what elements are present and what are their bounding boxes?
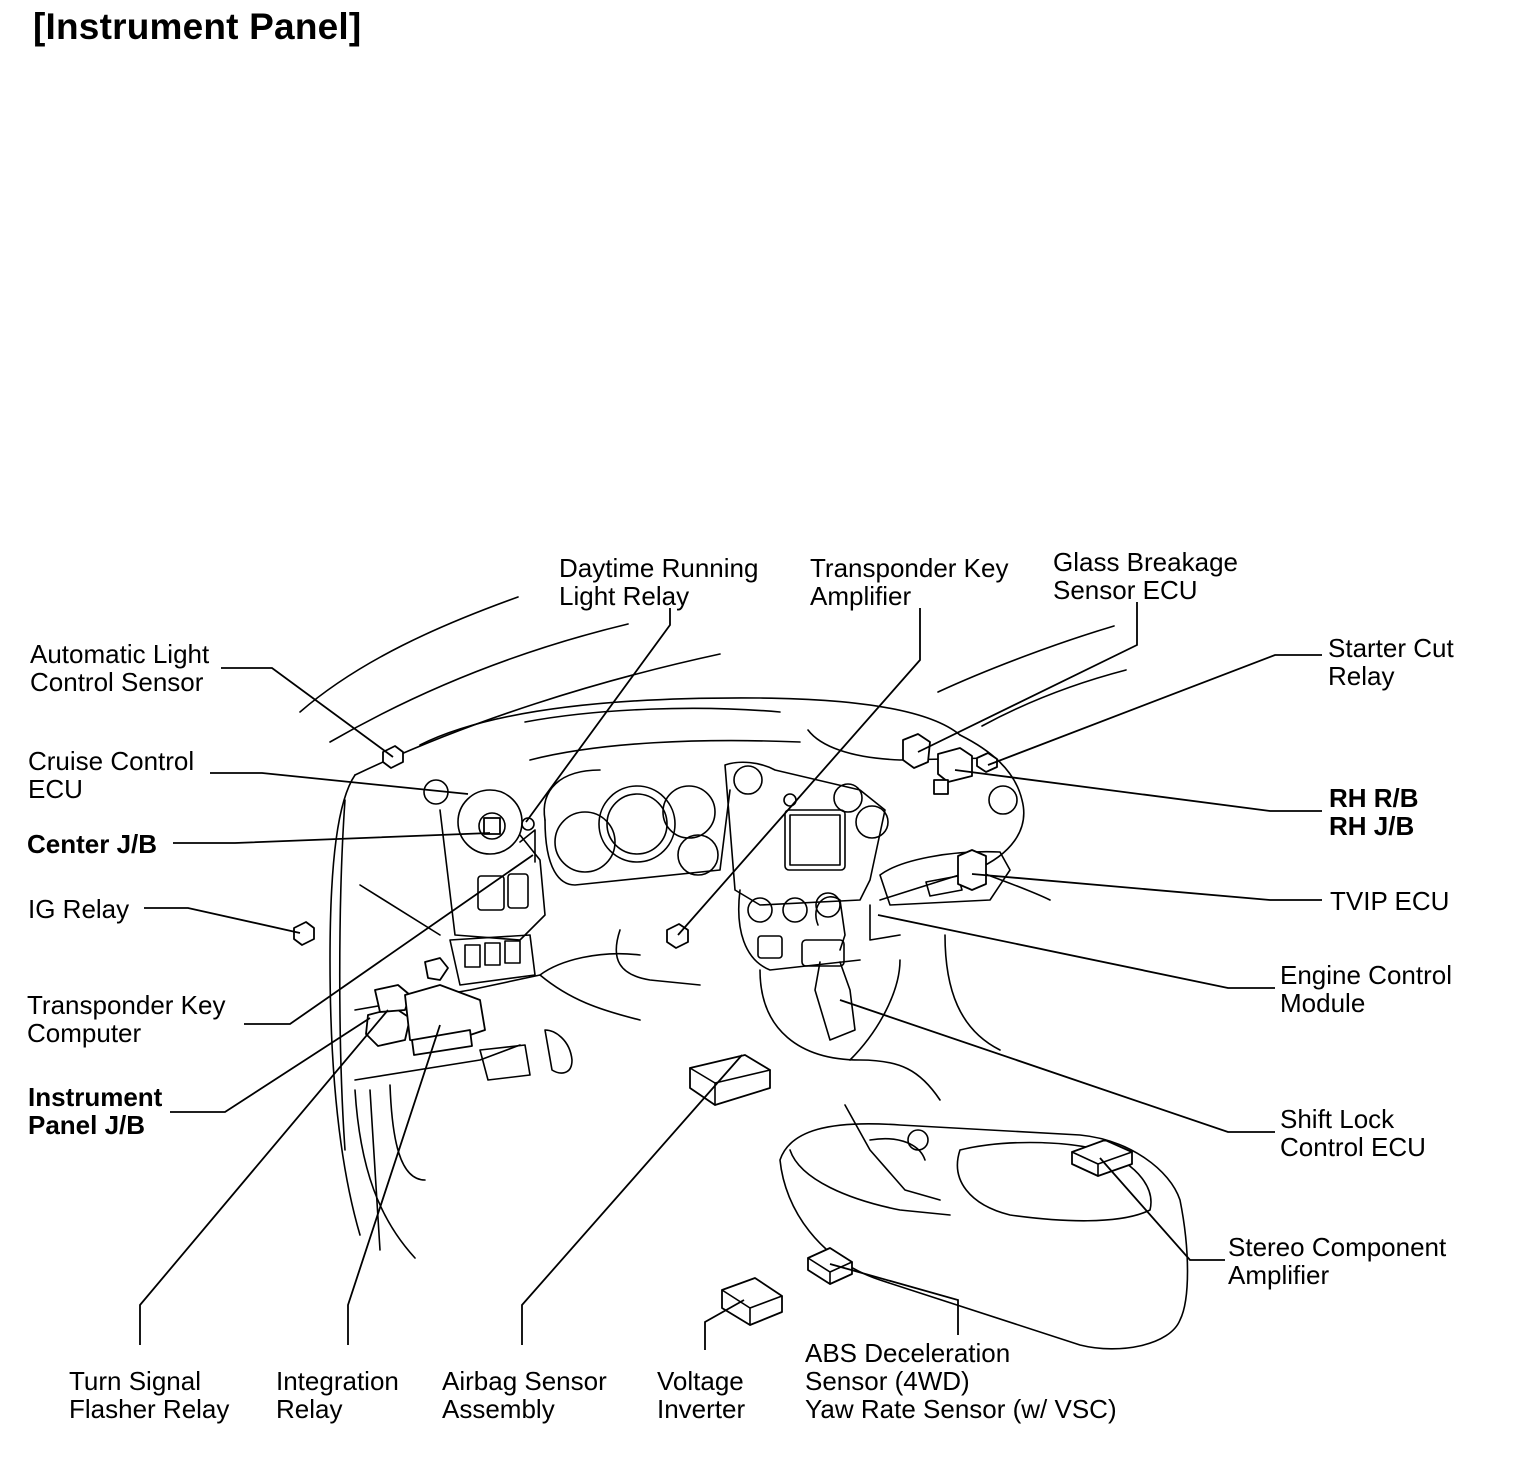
leader-voltage-inverter xyxy=(704,1299,745,1350)
label-airbag-sensor-assembly: Airbag Sensor Assembly xyxy=(442,1366,607,1424)
leader-lines xyxy=(139,602,1322,1350)
label-rh-rb-rh-jb: RH R/B RH J/B xyxy=(1329,783,1419,841)
leader-instrument-panel-jb xyxy=(170,1017,371,1113)
leader-daytime-relay xyxy=(525,608,671,823)
leader-cruise-control xyxy=(210,772,469,795)
label-glass-breakage-sensor-ecu: Glass Breakage Sensor ECU xyxy=(1053,547,1238,605)
leader-center-jb xyxy=(173,832,491,844)
label-ig-relay: IG Relay xyxy=(28,894,130,924)
label-automatic-light-control-sensor: Automatic Light Control Sensor xyxy=(30,639,210,697)
jb-lower-part xyxy=(411,1029,473,1056)
leader-turn-signal xyxy=(139,1009,389,1345)
leader-integration xyxy=(347,1024,441,1345)
ig-relay-part xyxy=(293,921,315,946)
leader-abs xyxy=(829,1263,959,1335)
abs-sensor-part xyxy=(807,1247,853,1285)
leader-transponder-amp xyxy=(677,608,921,936)
leader-tvip xyxy=(971,873,1322,901)
leader-engine-control xyxy=(877,914,1275,989)
stereo-amp-part xyxy=(1071,1139,1133,1177)
label-tvip-ecu: TVIP ECU xyxy=(1330,886,1450,916)
leader-ig-relay xyxy=(144,907,301,934)
glass-breakage-part xyxy=(902,733,931,769)
label-voltage-inverter: Voltage Inverter xyxy=(657,1366,746,1424)
label-starter-cut-relay: Starter Cut Relay xyxy=(1328,633,1454,691)
leader-shift-lock xyxy=(839,999,1275,1133)
label-integration-relay: Integration Relay xyxy=(276,1366,399,1424)
tvip-ecu-part xyxy=(957,849,987,891)
leader-transponder-computer xyxy=(244,854,534,1025)
label-turn-signal-flasher-relay: Turn Signal Flasher Relay xyxy=(69,1366,230,1424)
starter-cut-part xyxy=(976,752,998,773)
label-abs-deceleration-sensor: ABS Deceleration Sensor (4WD) Yaw Rate S… xyxy=(805,1338,1117,1424)
label-cruise-control-ecu: Cruise Control ECU xyxy=(28,746,195,804)
label-engine-control-module: Engine Control Module xyxy=(1280,960,1452,1018)
page-title: [Instrument Panel] xyxy=(33,6,362,47)
label-daytime-running-light-relay: Daytime Running Light Relay xyxy=(559,553,759,611)
jb-relay-part xyxy=(424,957,449,981)
label-shift-lock-control-ecu: Shift Lock Control ECU xyxy=(1280,1104,1426,1162)
leader-airbag xyxy=(521,1054,743,1345)
label-center-jb: Center J/B xyxy=(27,829,158,859)
leader-glass-breakage xyxy=(917,602,1138,753)
rh-jb-part xyxy=(933,779,949,795)
components xyxy=(293,733,1133,1326)
label-transponder-key-computer: Transponder Key Computer xyxy=(27,990,226,1048)
voltage-inverter-part xyxy=(721,1277,783,1326)
leader-starter-cut xyxy=(987,654,1322,766)
leader-auto-light xyxy=(221,667,394,758)
dashboard-outline xyxy=(299,596,1189,1350)
label-transponder-key-amplifier: Transponder Key Amplifier xyxy=(810,553,1009,611)
label-stereo-component-amplifier: Stereo Component Amplifier xyxy=(1228,1232,1447,1290)
leader-stereo-amp xyxy=(1099,1157,1225,1261)
label-instrument-panel-jb: Instrument Panel J/B xyxy=(28,1082,163,1140)
leader-rh-rb xyxy=(954,769,1322,812)
rh-rb-part xyxy=(937,747,973,783)
center-jb-part xyxy=(483,817,501,835)
